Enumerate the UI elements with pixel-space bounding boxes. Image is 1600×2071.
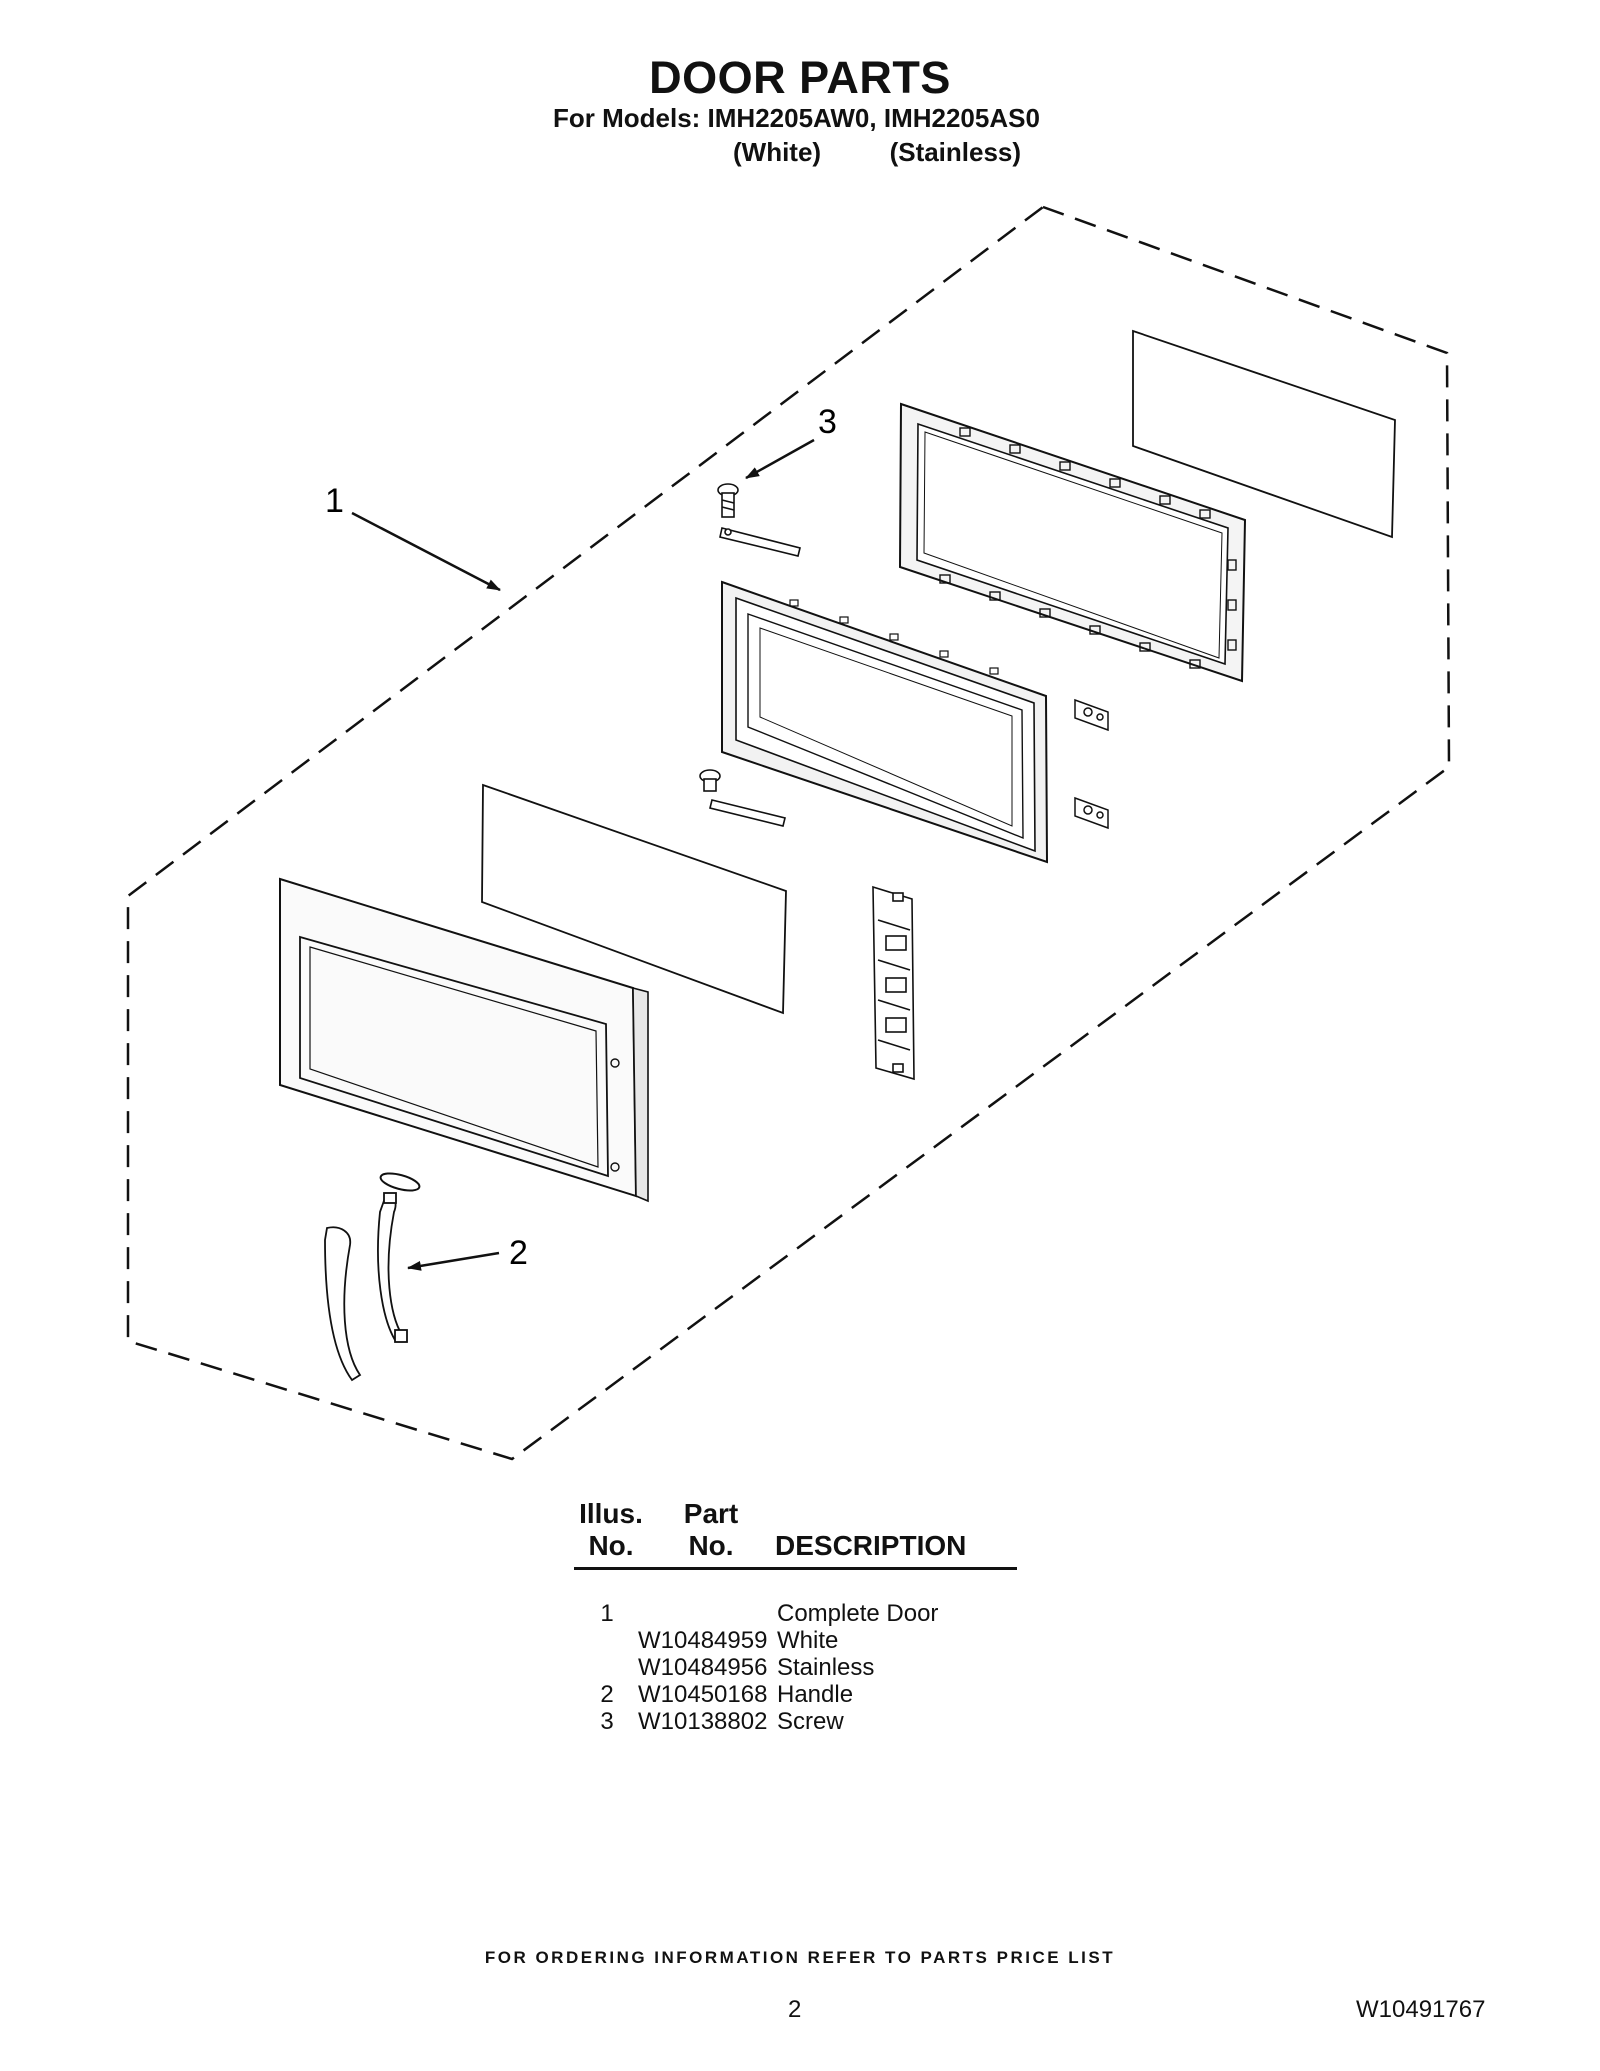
callout-3: 3 (818, 403, 837, 441)
latch-hook-lower (1074, 796, 1109, 830)
header-illus-no: Illus. No. (579, 1498, 643, 1561)
inner-door-frame (721, 580, 1049, 864)
callout-3-leader (745, 438, 815, 480)
interlock-bar (872, 885, 915, 1081)
model-variants: (White) (Stainless) (733, 137, 1021, 168)
handle-gasket (379, 1172, 421, 1192)
latch-hook-upper (1074, 698, 1109, 732)
models-line: For Models: IMH2205AW0, IMH2205AS0 (553, 103, 1040, 133)
ordering-note: FOR ORDERING INFORMATION REFER TO PARTS … (484, 1948, 1116, 1967)
callout-1: 1 (325, 482, 344, 520)
variant-white: (White) (733, 137, 822, 167)
callout-leaders (351, 438, 815, 1271)
header-description: DESCRIPTION (775, 1530, 967, 1561)
header-part-no: Part No. (683, 1498, 739, 1561)
callout-2-leader (407, 1251, 500, 1271)
header-divider (574, 1567, 1017, 1570)
outer-door-panel (279, 877, 649, 1203)
rear-glass-panel (1132, 329, 1396, 539)
exploded-door-diagram: 1 2 3 (126, 205, 1451, 1461)
screw-part (717, 483, 801, 557)
front-glass-panel (481, 783, 787, 1015)
rear-door-frame (898, 402, 1247, 683)
page-title: DOOR PARTS (649, 52, 951, 103)
page-number: 2 (788, 1996, 802, 2023)
callout-1-leader (351, 511, 501, 592)
document-number: W10491767 (1356, 1996, 1486, 2023)
variant-stainless: (Stainless) (889, 137, 1022, 167)
handle-part (324, 1192, 408, 1382)
screw-lower (699, 769, 786, 827)
assembly-boundary (126, 205, 1451, 1461)
callout-2: 2 (509, 1234, 528, 1272)
